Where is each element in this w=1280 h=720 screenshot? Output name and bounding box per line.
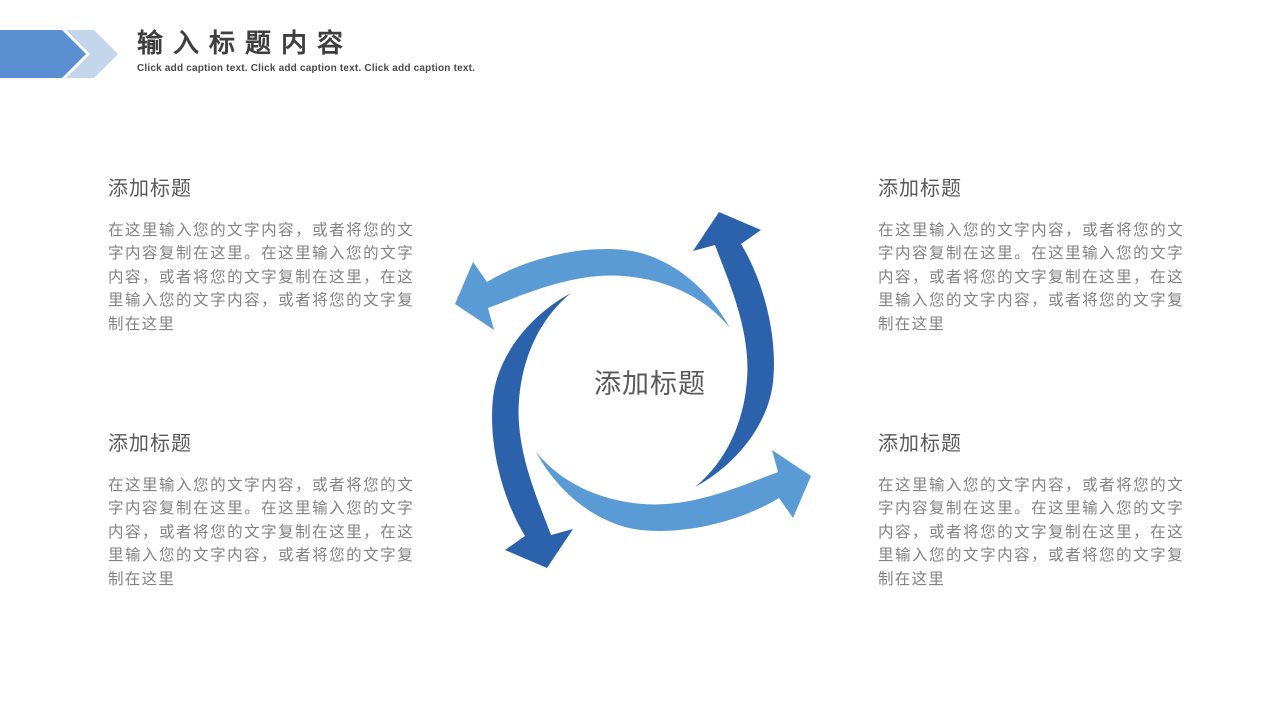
block-body: 在这里输入您的文字内容，或者将您的文字内容复制在这里。在这里输入您的文字内容，或…: [108, 477, 414, 588]
cycle-arrow-left-icon: [455, 249, 730, 330]
header: 输入标题内容 Click add caption text. Click add…: [137, 26, 475, 74]
block-title: 添加标题: [108, 433, 192, 455]
text-block-top-left: 添加标题 在这里输入您的文字内容，或者将您的文字内容复制在这里。在这里输入您的文…: [108, 176, 414, 336]
slide-caption: Click add caption text. Click add captio…: [137, 63, 476, 74]
text-block-bottom-left: 添加标题 在这里输入您的文字内容，或者将您的文字内容复制在这里。在这里输入您的文…: [108, 431, 414, 591]
block-title: 添加标题: [878, 178, 962, 200]
block-title: 添加标题: [108, 178, 192, 200]
block-body: 在这里输入您的文字内容，或者将您的文字内容复制在这里。在这里输入您的文字内容，或…: [108, 222, 414, 333]
block-title: 添加标题: [878, 433, 962, 455]
cycle-arrow-up-icon: [693, 212, 774, 487]
block-body: 在这里输入您的文字内容，或者将您的文字内容复制在这里。在这里输入您的文字内容，或…: [878, 222, 1184, 333]
text-block-top-right: 添加标题 在这里输入您的文字内容，或者将您的文字内容复制在这里。在这里输入您的文…: [878, 176, 1184, 336]
cycle-center-title: 添加标题: [594, 369, 706, 399]
header-arrow-decoration: [0, 30, 118, 78]
text-block-bottom-right: 添加标题 在这里输入您的文字内容，或者将您的文字内容复制在这里。在这里输入您的文…: [878, 431, 1184, 591]
cycle-arrow-right-icon: [536, 450, 811, 531]
block-body: 在这里输入您的文字内容，或者将您的文字内容复制在这里。在这里输入您的文字内容，或…: [878, 477, 1184, 588]
slide-title: 输入标题内容: [137, 28, 354, 58]
cycle-arrow-down-icon: [492, 293, 573, 568]
chevron-light-icon: [66, 30, 118, 78]
arrow-right-icon: [0, 30, 86, 78]
